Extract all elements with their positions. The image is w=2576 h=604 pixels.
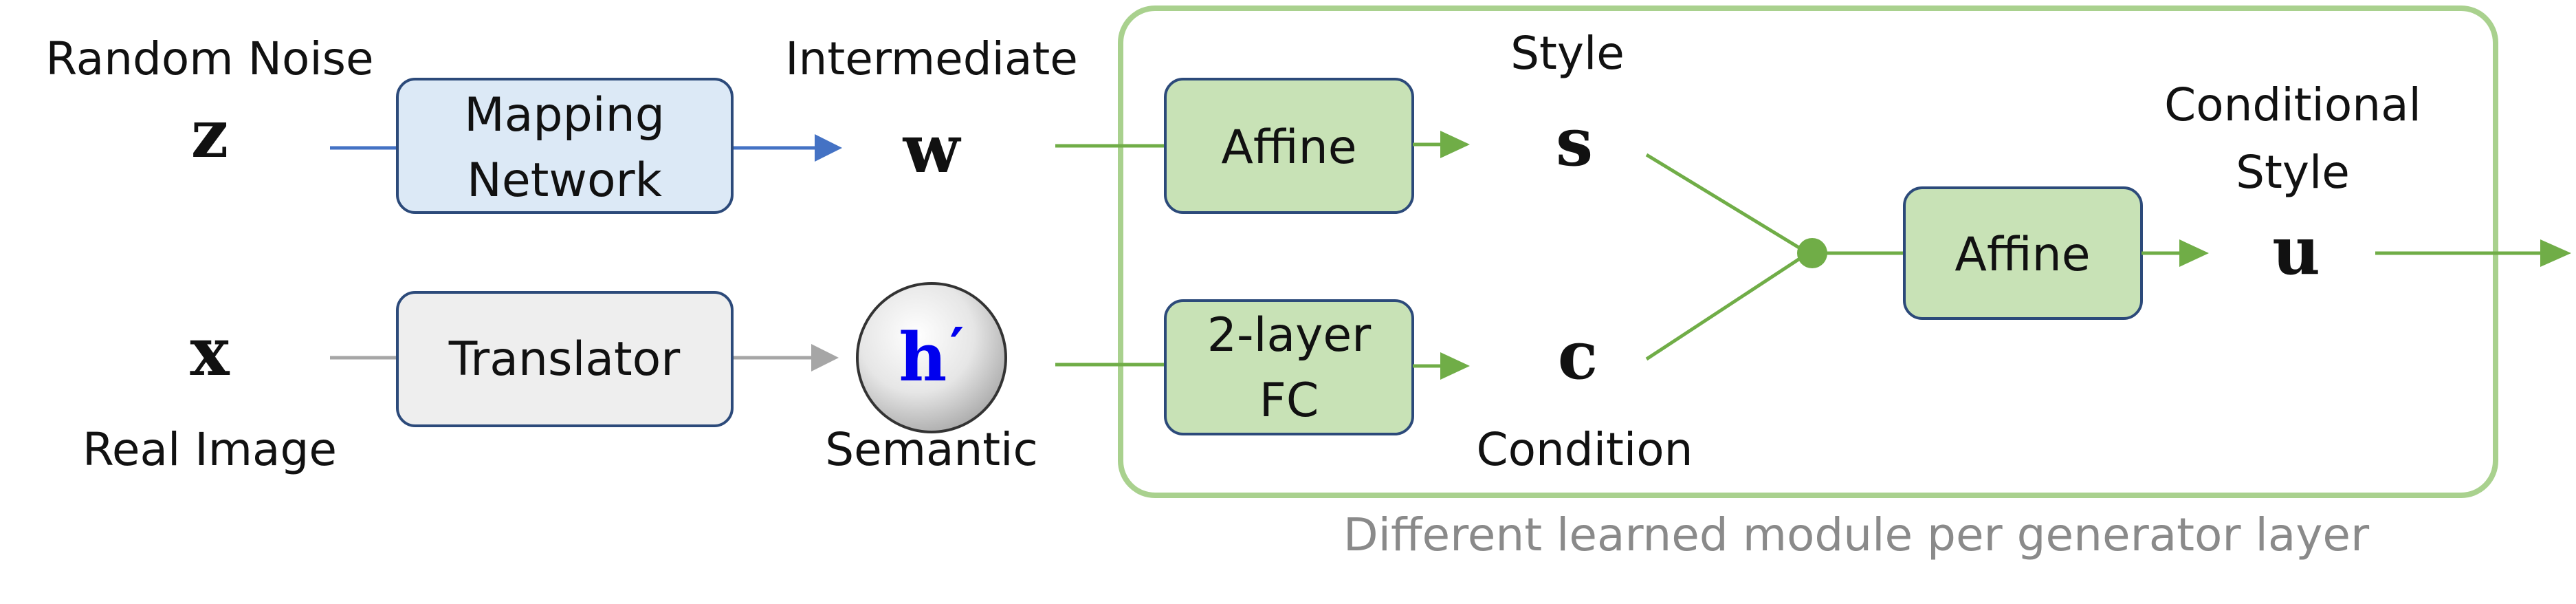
fc-line2: FC: [1259, 374, 1319, 428]
translator-label: Translator: [448, 332, 681, 387]
random-noise-label: Random Noise: [45, 32, 373, 85]
merge-junction: [1797, 238, 1827, 268]
affine-style-label: Affine: [1221, 120, 1356, 175]
intermediate-label: Intermediate: [785, 32, 1078, 85]
style-label: Style: [1510, 27, 1625, 80]
semantic-sphere: [856, 282, 1007, 433]
mapping-network-box: [396, 78, 734, 214]
condition-label: Condition: [1477, 423, 1693, 476]
h-prime-symbol: h′: [899, 315, 965, 396]
affine-to-u-arrow: [2142, 239, 2209, 267]
s-symbol: s: [1556, 103, 1593, 181]
conditional-style-label-line2: Style: [2236, 146, 2350, 199]
module-caption: Different learned module per generator l…: [1343, 508, 2370, 561]
mapping-network-line1: Mapping: [464, 88, 665, 142]
output-arrow: [2375, 239, 2571, 267]
conditional-style-label-line1: Conditional: [2164, 78, 2421, 131]
fc-line1: 2-layer: [1207, 308, 1371, 363]
real-image-label: Real Image: [82, 423, 337, 476]
semantic-label: Semantic: [825, 423, 1038, 476]
u-symbol: u: [2272, 212, 2320, 290]
z-symbol: z: [191, 95, 229, 173]
x-symbol: x: [190, 313, 230, 391]
c-symbol: c: [1558, 316, 1598, 394]
mapping-to-w-arrow: [732, 134, 842, 162]
translator-box: [396, 291, 734, 427]
affine-to-s-arrow: [1413, 131, 1470, 158]
translator-to-semantic-arrow: [732, 344, 839, 371]
fc-to-c-arrow: [1413, 352, 1470, 380]
merge-lines: [1645, 153, 1904, 361]
w-symbol: w: [903, 110, 962, 188]
mapping-network-line2: Network: [467, 153, 663, 208]
affine-output-label: Affine: [1955, 228, 2090, 282]
